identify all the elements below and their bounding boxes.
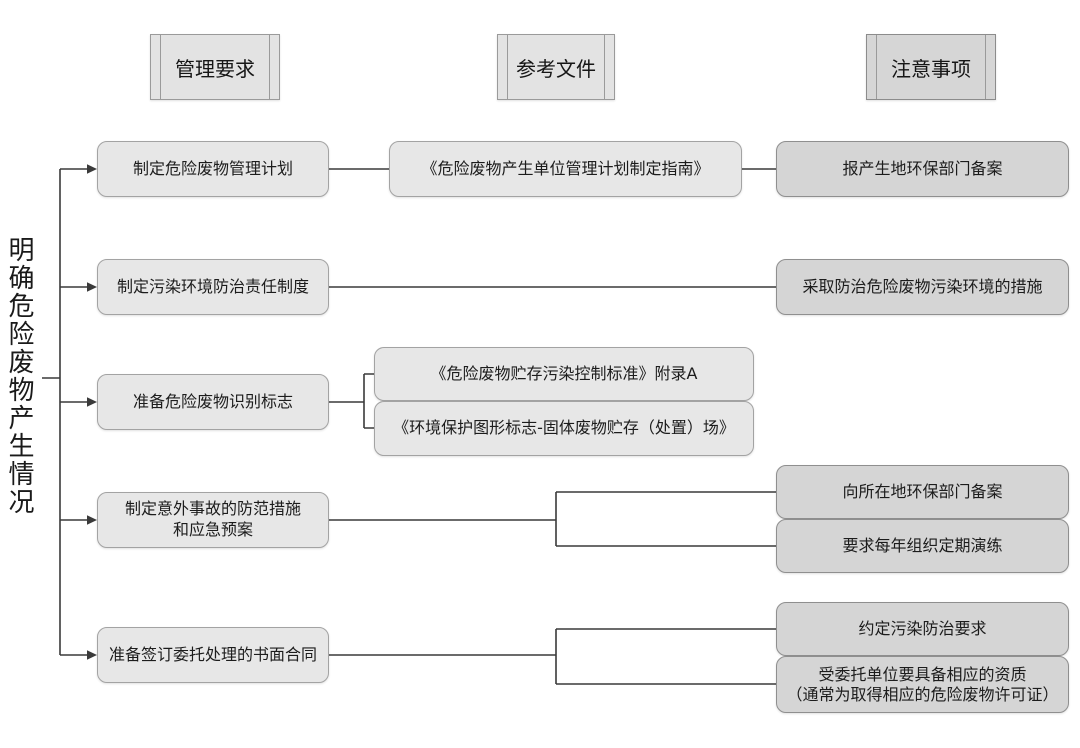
- header-side-bar: [604, 35, 605, 99]
- arrowhead-row4: [87, 515, 97, 525]
- arrowhead-row3: [87, 397, 97, 407]
- header-side-bar: [160, 35, 161, 99]
- node-requirement-row5: 准备签订委托处理的书面合同: [97, 627, 329, 683]
- node-note-row5-a: 约定污染防治要求: [776, 602, 1069, 656]
- diagram-subject-label: 明确危险废物产生情况: [4, 236, 34, 516]
- node-note-row5-b: 受委托单位要具备相应的资质 （通常为取得相应的危险废物许可证）: [776, 656, 1069, 713]
- column-header-reference: 参考文件: [497, 34, 615, 100]
- column-header-management: 管理要求: [150, 34, 280, 100]
- arrowhead-row2: [87, 282, 97, 292]
- column-header-notes-label: 注意事项: [891, 56, 971, 81]
- arrowhead-row5: [87, 650, 97, 660]
- header-side-bar: [876, 35, 877, 99]
- node-note-row4-a: 向所在地环保部门备案: [776, 465, 1069, 519]
- header-side-bar: [269, 35, 270, 99]
- arrowheads: [87, 164, 97, 660]
- column-header-management-label: 管理要求: [175, 56, 255, 81]
- arrowhead-row1: [87, 164, 97, 174]
- node-note-row1: 报产生地环保部门备案: [776, 141, 1069, 197]
- node-requirement-row4: 制定意外事故的防范措施 和应急预案: [97, 492, 329, 548]
- header-side-bar: [507, 35, 508, 99]
- node-requirement-row3: 准备危险废物识别标志: [97, 374, 329, 430]
- node-requirement-row1: 制定危险废物管理计划: [97, 141, 329, 197]
- row3-bracket: [329, 373, 374, 429]
- column-header-notes: 注意事项: [866, 34, 996, 100]
- node-reference-row3-a: 《危险废物贮存污染控制标准》附录A: [374, 347, 754, 401]
- row5-bracket: [329, 628, 776, 685]
- column-header-reference-label: 参考文件: [516, 56, 596, 81]
- header-side-bar: [985, 35, 986, 99]
- node-reference-row1: 《危险废物产生单位管理计划制定指南》: [389, 141, 742, 197]
- node-reference-row3-b: 《环境保护图形标志-固体废物贮存（处置）场》: [374, 401, 754, 456]
- node-requirement-row2: 制定污染环境防治责任制度: [97, 259, 329, 315]
- node-note-row4-b: 要求每年组织定期演练: [776, 519, 1069, 573]
- node-note-row2: 采取防治危险废物污染环境的措施: [776, 259, 1069, 315]
- row4-bracket: [329, 491, 776, 547]
